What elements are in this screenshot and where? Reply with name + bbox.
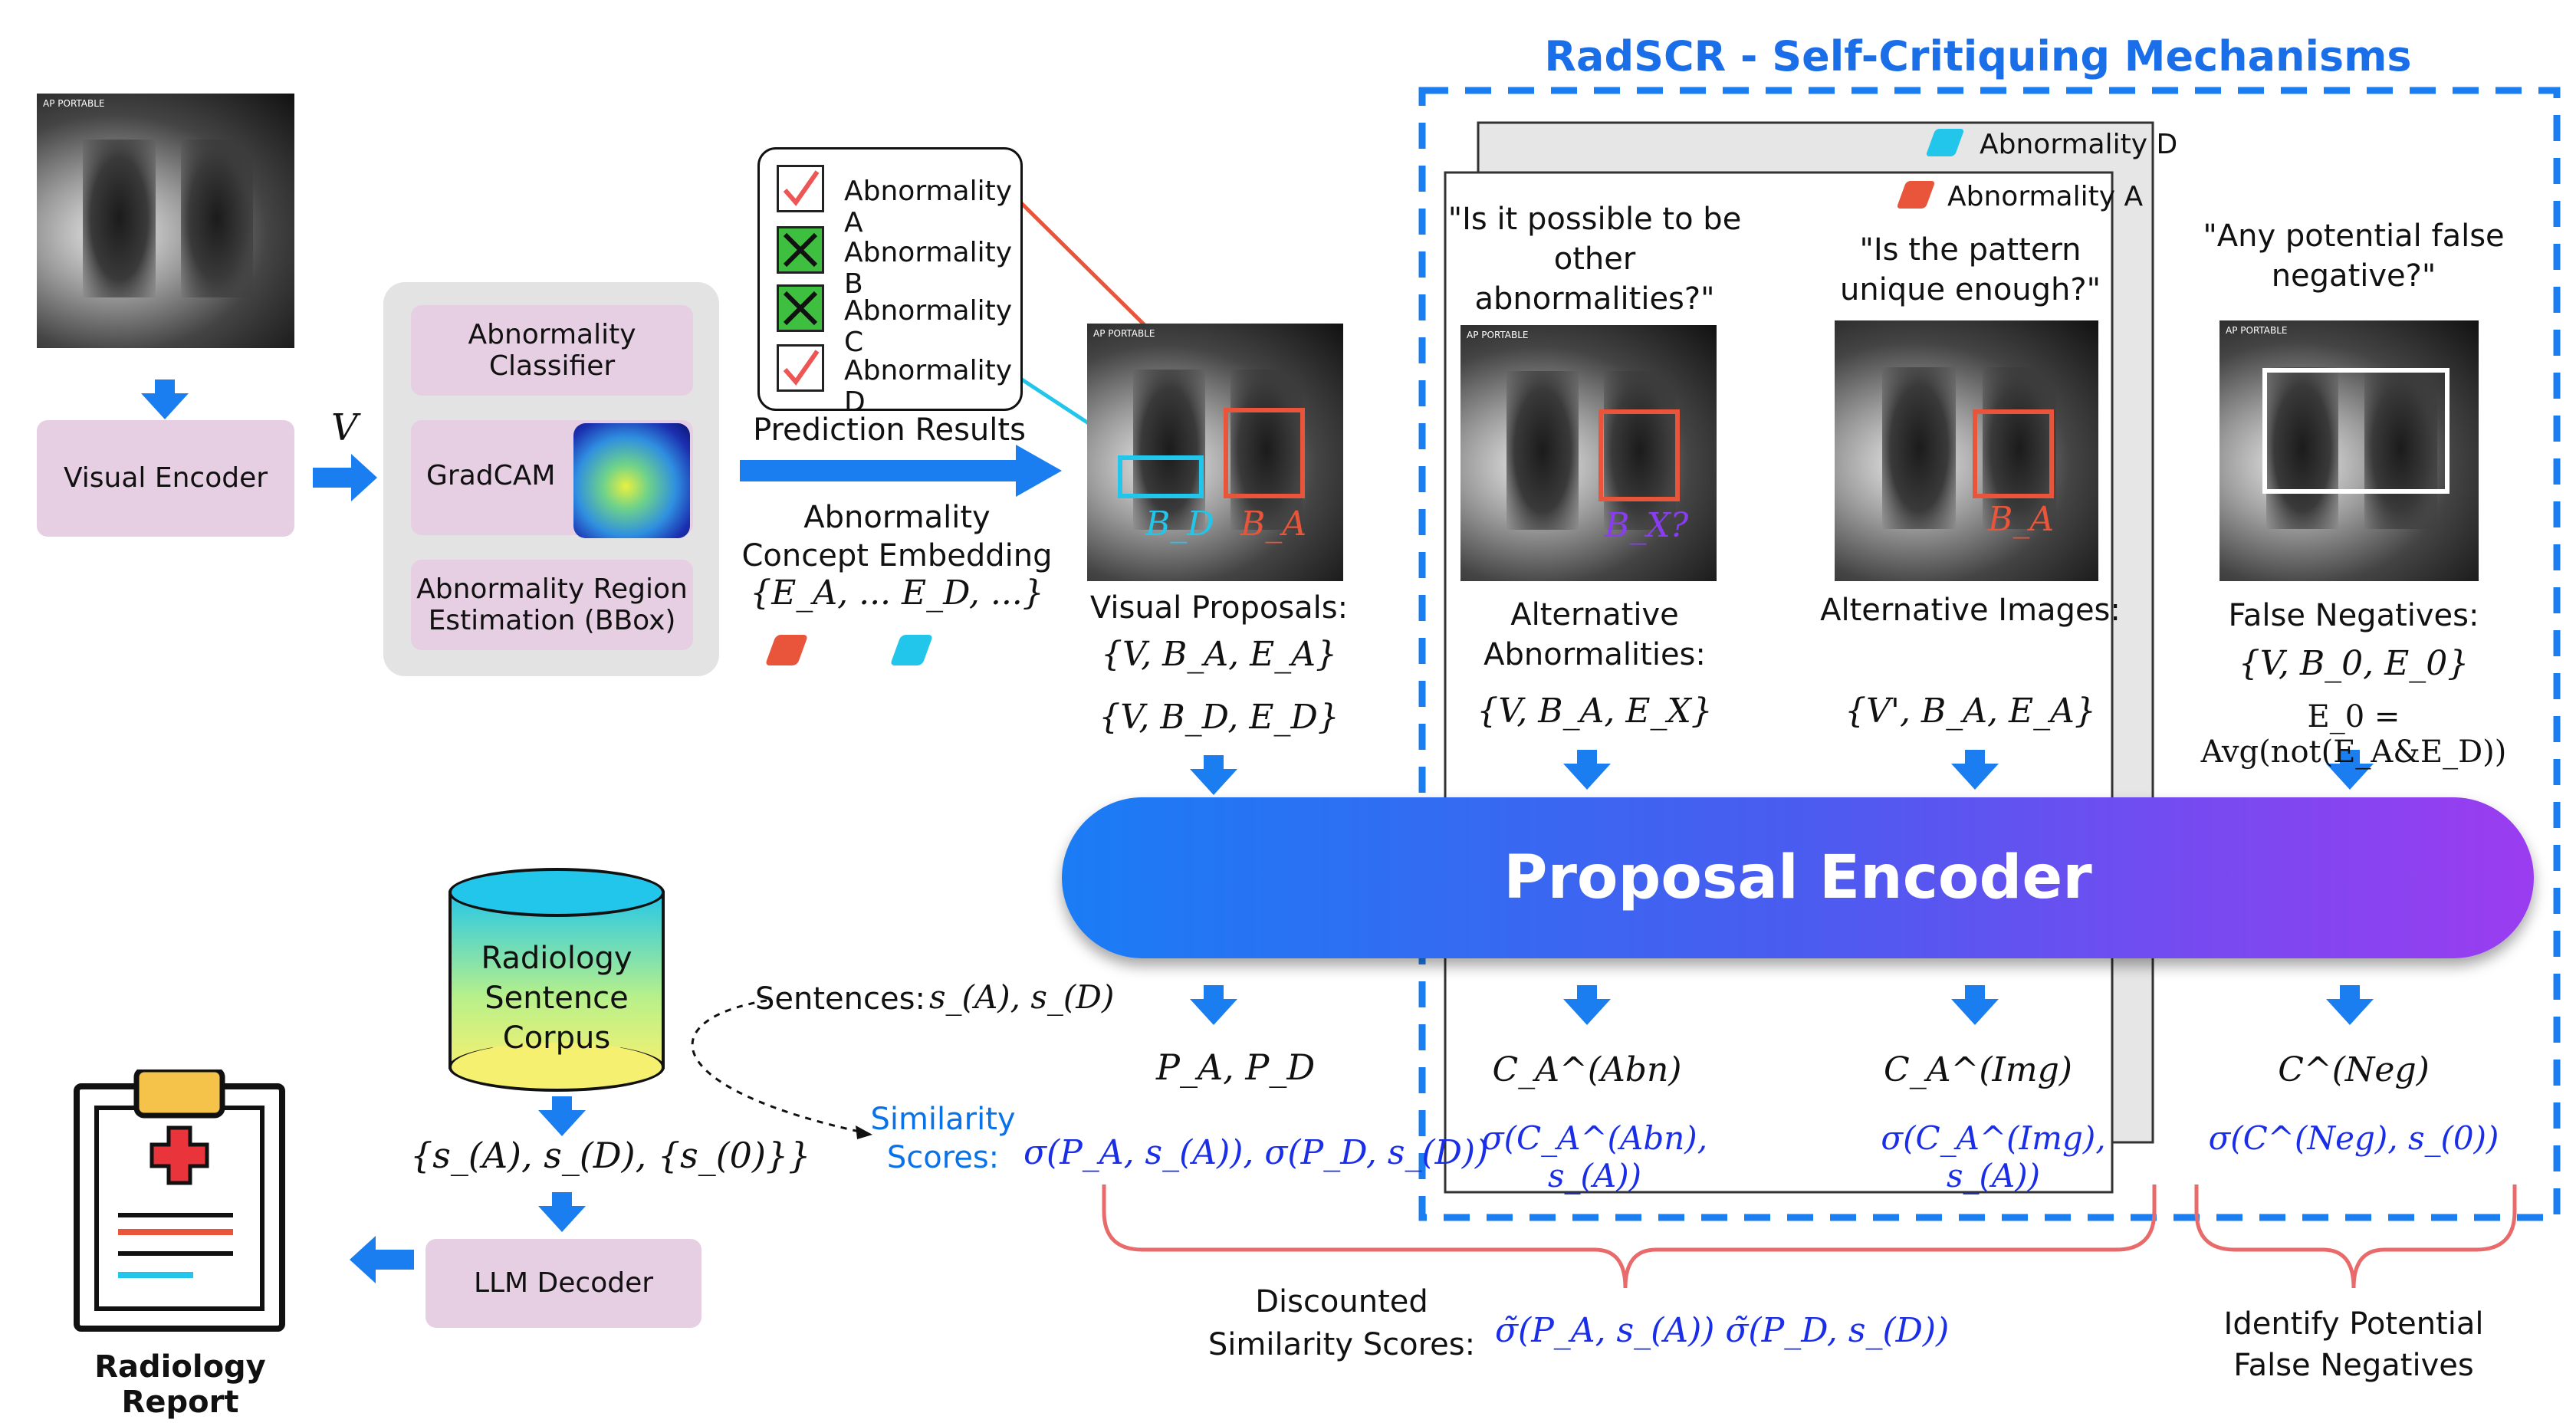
stack-back-label: Abnormality D bbox=[1980, 129, 2178, 160]
alt-img-xray: B_A bbox=[1835, 320, 2098, 581]
xray-marker: AP PORTABLE bbox=[2226, 325, 2288, 336]
p-formula: P_A, P_D bbox=[1156, 1046, 1316, 1088]
proposals-formula-a: {V, B_A, E_A} bbox=[1100, 635, 1338, 674]
alt-img-formula: {V', B_A, E_A} bbox=[1845, 692, 2096, 731]
check-icon bbox=[777, 344, 824, 392]
gradcam-label: GradCAM bbox=[426, 460, 556, 491]
alt-abn-score: σ(C_A^(Abn), s_(A)) bbox=[1481, 1119, 1708, 1194]
prediction-box: Abnormality A Abnormality B Abnormality … bbox=[757, 147, 1023, 418]
corpus-database-icon: Radiology Sentence Corpus bbox=[449, 868, 665, 1092]
false-neg-score: σ(C^(Neg), s_(0)) bbox=[2208, 1119, 2499, 1157]
v-arrow bbox=[313, 454, 377, 501]
false-neg-output: C^(Neg) bbox=[2278, 1050, 2430, 1089]
cross-icon bbox=[777, 284, 824, 332]
radscr-region-border bbox=[1418, 87, 2561, 1221]
false-neg-label: False Negatives: bbox=[2228, 598, 2479, 633]
identify-brace bbox=[2194, 1184, 2517, 1289]
sentences-label: Sentences: bbox=[755, 981, 925, 1017]
prediction-label: Abnormality D bbox=[844, 355, 1013, 418]
classifier-box: Abnormality Classifier bbox=[411, 305, 693, 396]
alt-abn-output: C_A^(Abn) bbox=[1492, 1050, 1682, 1089]
false-neg-e0: E_0 = Avg(not(E_A&E_D)) bbox=[2200, 699, 2507, 770]
false-neg-xray: AP PORTABLE bbox=[2220, 320, 2479, 581]
prediction-caption: Prediction Results bbox=[753, 412, 1026, 448]
concept-formula: {E_A, ... E_D, ...} bbox=[750, 573, 1044, 613]
sentences-formula: s_(A), s_(D) bbox=[929, 978, 1115, 1016]
b0-box bbox=[2262, 368, 2450, 494]
bd-box bbox=[1118, 455, 1204, 498]
v-symbol: V bbox=[331, 406, 358, 449]
clipboard-icon bbox=[71, 1066, 288, 1333]
bx-box bbox=[1598, 409, 1680, 501]
radscr-title: RadSCR - Self-Critiquing Mechanisms bbox=[1544, 32, 2412, 80]
alt-img-score: σ(C_A^(Img), s_(A)) bbox=[1881, 1119, 2106, 1194]
ba-label: B_A bbox=[1988, 500, 2055, 539]
prediction-label: Abnormality C bbox=[844, 295, 1013, 358]
alt-abn-xray: AP PORTABLE B_X? bbox=[1460, 325, 1717, 581]
region-estimation-box: Abnormality Region Estimation (BBox) bbox=[411, 560, 693, 650]
discounted-formula: σ̃(P_A, s_(A)) σ̃(P_D, s_(D)) bbox=[1495, 1311, 1950, 1350]
discounted-label: Discounted Similarity Scores: bbox=[1208, 1284, 1476, 1362]
cross-icon bbox=[777, 226, 824, 274]
gradcam-heatmap bbox=[573, 423, 690, 538]
dashed-curve bbox=[691, 999, 867, 1135]
alt-img-output: C_A^(Img) bbox=[1884, 1050, 2072, 1089]
stack-front-label: Abnormality A bbox=[1947, 181, 2144, 212]
alt-abn-formula: {V, B_A, E_X} bbox=[1477, 692, 1713, 731]
report-label: Radiology Report bbox=[94, 1349, 266, 1420]
proposal-encoder: Proposal Encoder bbox=[1062, 797, 2534, 958]
discount-brace bbox=[1102, 1184, 2157, 1289]
false-neg-formula: {V, B_0, E_0} bbox=[2238, 644, 2469, 683]
xray-marker: AP PORTABLE bbox=[43, 98, 105, 109]
ba-box bbox=[1224, 408, 1305, 498]
prediction-arrow bbox=[740, 445, 1062, 497]
llm-decoder-box: LLM Decoder bbox=[426, 1239, 702, 1328]
corpus-label: Radiology Sentence Corpus bbox=[481, 941, 632, 1056]
similarity-label: Similarity Scores: bbox=[870, 1102, 1016, 1175]
down-arrows bbox=[141, 380, 2374, 1232]
xray-marker: AP PORTABLE bbox=[1093, 328, 1155, 339]
concept-caption: Abnormality Concept Embedding bbox=[741, 500, 1053, 573]
prediction-label: Abnormality A bbox=[844, 176, 1013, 238]
input-xray: AP PORTABLE bbox=[37, 94, 294, 348]
bd-label: B_D bbox=[1145, 504, 1214, 544]
alt-img-question: "Is the pattern unique enough?" bbox=[1839, 232, 2101, 307]
prediction-label: Abnormality B bbox=[844, 237, 1013, 300]
xray-marker: AP PORTABLE bbox=[1467, 330, 1529, 340]
gradcam-box: GradCAM bbox=[411, 420, 693, 538]
proposals-formula-d: {V, B_D, E_D} bbox=[1099, 698, 1339, 737]
ba-label: B_A bbox=[1240, 504, 1307, 544]
visual-encoder-box: Visual Encoder bbox=[37, 420, 294, 537]
proposals-label: Visual Proposals: bbox=[1089, 590, 1349, 626]
proposal-xray: AP PORTABLE B_D B_A bbox=[1087, 324, 1343, 581]
identify-label: Identify Potential False Negatives bbox=[2223, 1306, 2484, 1383]
bx-label: B_X? bbox=[1605, 506, 1689, 545]
similarity-formula: σ(P_A, s_(A)), σ(P_D, s_(D)) bbox=[1024, 1133, 1489, 1172]
alt-abn-label: Alternative Abnormalities: bbox=[1484, 597, 1706, 672]
report-arrow bbox=[350, 1236, 414, 1283]
check-icon bbox=[777, 165, 824, 212]
ba-box bbox=[1973, 409, 2054, 498]
alt-abn-question: "Is it possible to be other abnormalitie… bbox=[1447, 202, 1742, 317]
corpus-formula: {s_(A), s_(D), {s_(0)}} bbox=[410, 1135, 811, 1176]
alt-img-label: Alternative Images: bbox=[1820, 593, 2121, 628]
false-neg-question: "Any potential false negative?" bbox=[2203, 219, 2505, 294]
